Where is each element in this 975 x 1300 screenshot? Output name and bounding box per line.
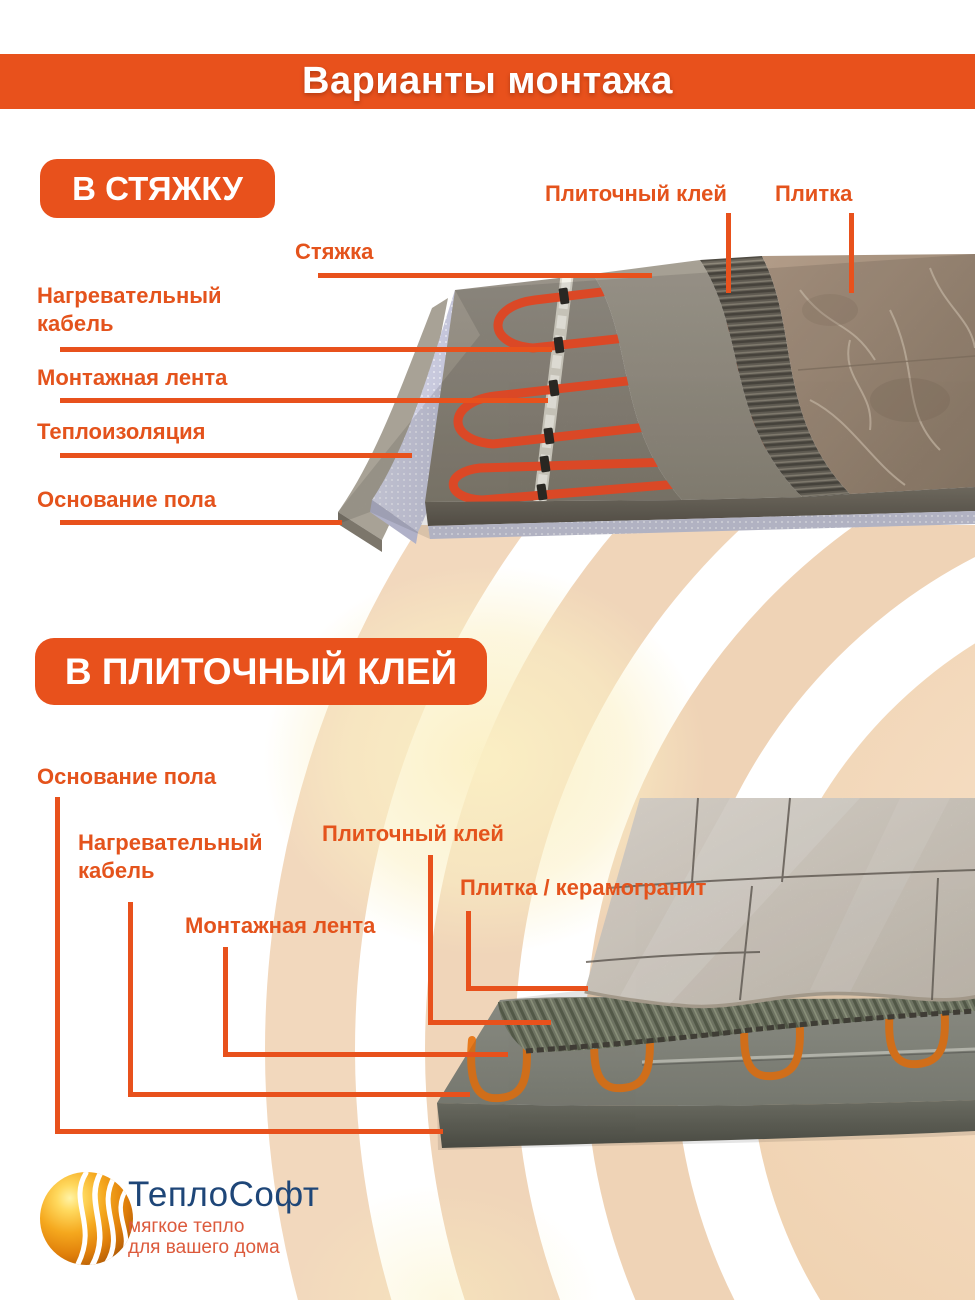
mounting-tape-connector-line-2 — [223, 947, 228, 1057]
label-tile-1: Плитка — [775, 181, 853, 206]
label-tile-adhesive-2: Плиточный клей — [322, 821, 504, 846]
logo-tagline-1: мягкое тепло — [128, 1216, 245, 1237]
tile-adhesive-connector-line-2b — [428, 1020, 551, 1025]
label-insulation: Теплоизоляция — [37, 419, 206, 444]
label-tile-2: Плитка / керамогранит — [460, 875, 707, 900]
header-banner: Варианты монтажа — [0, 54, 975, 109]
logo-tagline-2: для вашего дома — [128, 1237, 280, 1258]
tile-adhesive-connector-line-2 — [428, 855, 433, 1025]
label-heating-cable-1: Нагревательный кабель — [37, 283, 222, 336]
logo-brand-name: ТеплоСофт — [128, 1175, 320, 1214]
label-screed: Стяжка — [295, 239, 374, 264]
label-heating-cable-2: Нагревательный кабель — [78, 830, 263, 883]
logo-text-block: ТеплоСофт мягкое тепло для вашего дома — [128, 1175, 320, 1259]
label-mounting-tape-2: Монтажная лента — [185, 913, 376, 938]
logo-waves — [75, 1172, 131, 1265]
floor-base-connector-line-1 — [60, 520, 342, 525]
tile-connector-line-2 — [466, 911, 471, 991]
section-badge-screed: В СТЯЖКУ — [40, 159, 275, 218]
section-badge-adhesive: В ПЛИТОЧНЫЙ КЛЕЙ — [35, 638, 487, 705]
heating-cable-connector-line-2 — [128, 902, 133, 1097]
tile-connector-line-2b — [466, 986, 588, 991]
teplosoft-logo: ТеплоСофт мягкое тепло для вашего дома — [40, 1170, 370, 1270]
label-mounting-tape-1: Монтажная лента — [37, 365, 228, 390]
label-tile-adhesive-1: Плиточный клей — [545, 181, 727, 206]
mounting-tape-connector-line-2b — [223, 1052, 508, 1057]
label-floor-base-2: Основание пола — [37, 764, 217, 789]
floor-base-connector-line-2 — [55, 797, 60, 1134]
screed-connector-line — [318, 273, 652, 278]
adhesive-installation-diagram — [437, 797, 975, 1150]
teplosoft-logo-icon — [40, 1172, 133, 1265]
screed-installation-diagram — [338, 254, 975, 552]
floor-base-connector-line-2b — [55, 1129, 443, 1134]
tile-connector-line-1 — [849, 213, 854, 293]
insulation-connector-line — [60, 453, 412, 458]
page-title: Варианты монтажа — [302, 60, 673, 102]
heating-cable-connector-line-1 — [60, 347, 552, 352]
heating-cable-connector-line-2b — [128, 1092, 470, 1097]
mounting-tape-connector-line-1 — [60, 398, 548, 403]
label-floor-base-1: Основание пола — [37, 487, 217, 512]
tile-adhesive-connector-line-1 — [726, 213, 731, 293]
